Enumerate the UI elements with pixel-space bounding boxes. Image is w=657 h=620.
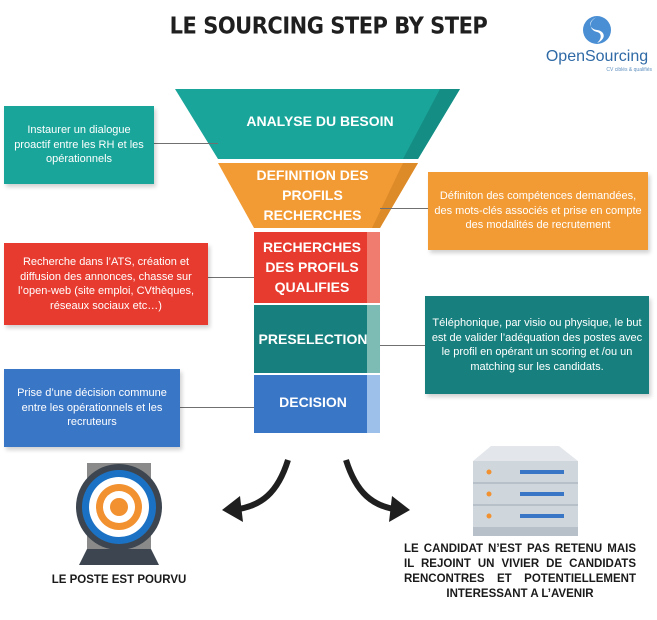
connector-analyse <box>154 143 218 144</box>
opensourcing-logo: OpenSourcing CV ciblés & qualifiés <box>542 12 652 73</box>
funnel-stage-decision-shape <box>254 375 380 433</box>
server-icon <box>473 446 578 536</box>
funnel-stage-analyse-shape <box>175 89 460 159</box>
connector-preselection <box>380 345 425 346</box>
page-title: LE SOURCING STEP BY STEP <box>169 13 488 39</box>
connector-definition <box>380 208 428 209</box>
funnel-label-preselection: PRESELECTION <box>258 331 368 347</box>
funnel-label-recherches: RECHERCHES DES PROFILS QUALIFIES <box>262 239 361 295</box>
box-analyse: Instaurer un dialogue proactif entre les… <box>4 106 154 184</box>
target-icon <box>76 463 162 565</box>
funnel-stage-recherches-shade <box>367 232 380 303</box>
funnel-label-analyse: ANALYSE DU BESOIN <box>246 113 394 129</box>
funnel-stage-analyse-shade <box>403 89 460 159</box>
outcome-left-caption: LE POSTE EST POURVU <box>51 574 187 586</box>
funnel-stage-preselection-shape <box>254 305 380 373</box>
opensourcing-logo-icon <box>583 16 611 44</box>
box-decision: Prise d’une décision commune entre les o… <box>4 369 180 447</box>
funnel-label-decision: DECISION <box>279 394 347 410</box>
funnel-stage-decision-shade <box>367 375 380 433</box>
funnel-stage-recherches-shape <box>254 232 380 303</box>
funnel-stage-definition-shape <box>218 163 418 228</box>
logo-name: OpenSourcing <box>545 48 649 65</box>
box-preselection: Téléphonique, par visio ou physique, le … <box>425 296 649 394</box>
funnel-label-definition: DEFINITION DES PROFILS RECHERCHES <box>256 167 369 223</box>
box-recherches: Recherche dans l’ATS, création et diffus… <box>4 243 208 325</box>
connector-recherches <box>208 277 254 278</box>
box-definition: Définiton des compétences demandées, des… <box>428 172 648 250</box>
logo-tagline: CV ciblés & qualifiés <box>606 67 652 73</box>
outcome-right-caption: LE CANDIDAT N’EST PAS RETENU MAIS IL REJ… <box>404 543 636 600</box>
connector-decision <box>180 407 254 408</box>
funnel-stage-definition-shade <box>372 163 418 228</box>
funnel-stage-preselection-shade <box>367 305 380 373</box>
